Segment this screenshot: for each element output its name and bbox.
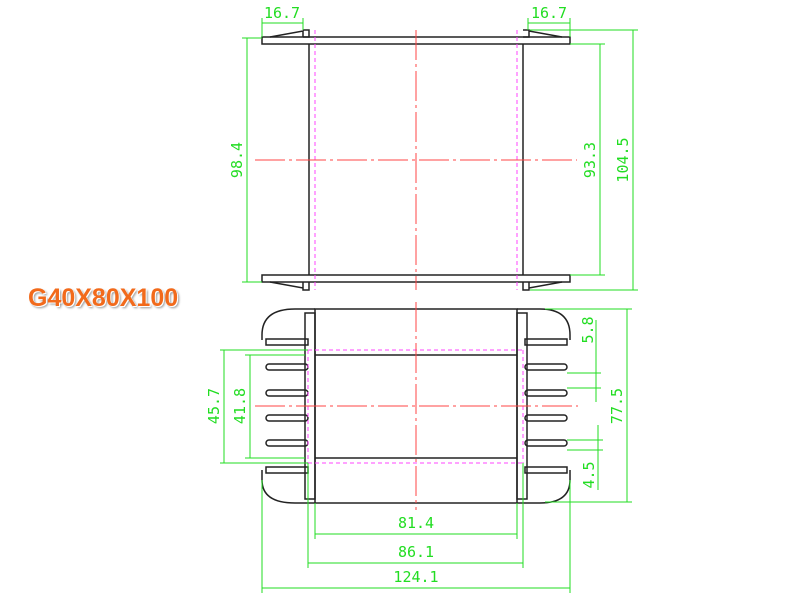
right-fins xyxy=(524,338,568,474)
centerlines-bottom xyxy=(255,302,578,510)
dim-124-1: 124.1 xyxy=(393,568,438,586)
tab-tr xyxy=(523,29,563,38)
tab-bl xyxy=(269,281,310,291)
dim-93-3: 93.3 xyxy=(581,142,599,178)
dim-flange-left: 16.7 xyxy=(264,4,300,22)
dim-86-1: 86.1 xyxy=(398,543,434,561)
tab-tl xyxy=(269,29,310,38)
dim-81-4: 81.4 xyxy=(398,514,434,532)
dim-4-5: 4.5 xyxy=(580,461,598,488)
dim-flange-right: 16.7 xyxy=(531,4,567,22)
dim-98-4: 98.4 xyxy=(228,142,246,178)
dim-45-7: 45.7 xyxy=(205,388,223,424)
dim-77-5: 77.5 xyxy=(608,388,626,424)
dim-41-8: 41.8 xyxy=(231,388,249,424)
tab-br xyxy=(522,281,563,291)
centerlines-top xyxy=(255,30,577,290)
dim-104-5: 104.5 xyxy=(614,137,632,182)
part-title: G40X80X100 xyxy=(28,284,179,312)
dim-lines-bottom xyxy=(220,308,632,593)
dim-5-8: 5.8 xyxy=(579,316,597,343)
dim-lines-top xyxy=(242,18,638,291)
